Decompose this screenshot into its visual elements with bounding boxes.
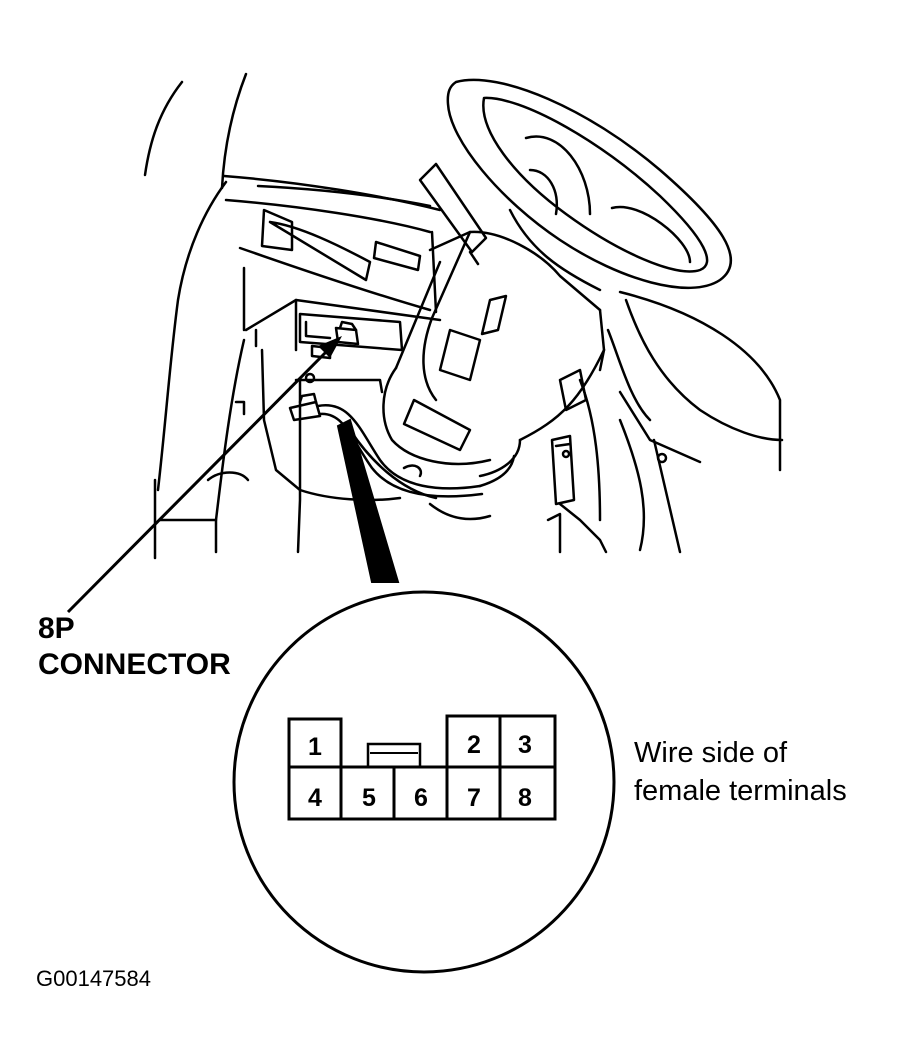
terminal-note-line2: female terminals [634, 775, 847, 807]
pin-5: 5 [362, 784, 376, 812]
turn-signal-stalk [418, 162, 488, 266]
pin-4: 4 [308, 784, 322, 812]
pin-2: 2 [467, 731, 481, 759]
pin-numbers: 1 2 3 4 5 6 7 8 [308, 731, 532, 812]
figure-id: G00147584 [36, 966, 151, 991]
magnified-view-circle [232, 590, 616, 974]
dashboard-outline [222, 174, 442, 352]
pin-7: 7 [467, 784, 481, 812]
zoom-callout-wedge [336, 418, 400, 583]
callout-label-8p: 8P [38, 612, 75, 645]
connector-leader-arrow [66, 336, 342, 614]
knee-panel [158, 328, 402, 554]
steering-column [382, 230, 652, 478]
pin-3: 3 [518, 731, 532, 759]
connector-lock-tab [366, 742, 422, 769]
terminal-note-line1: Wire side of [634, 737, 788, 769]
pin-8: 8 [518, 784, 532, 812]
wire-harness [288, 392, 516, 498]
pin-6: 6 [414, 784, 428, 812]
callout-label-connector: CONNECTOR [38, 648, 231, 681]
connector-bracket [294, 312, 404, 394]
connector-face [287, 714, 557, 821]
pin-1: 1 [308, 733, 322, 761]
right-dash-panel [546, 290, 784, 554]
steering-wheel [446, 78, 732, 292]
